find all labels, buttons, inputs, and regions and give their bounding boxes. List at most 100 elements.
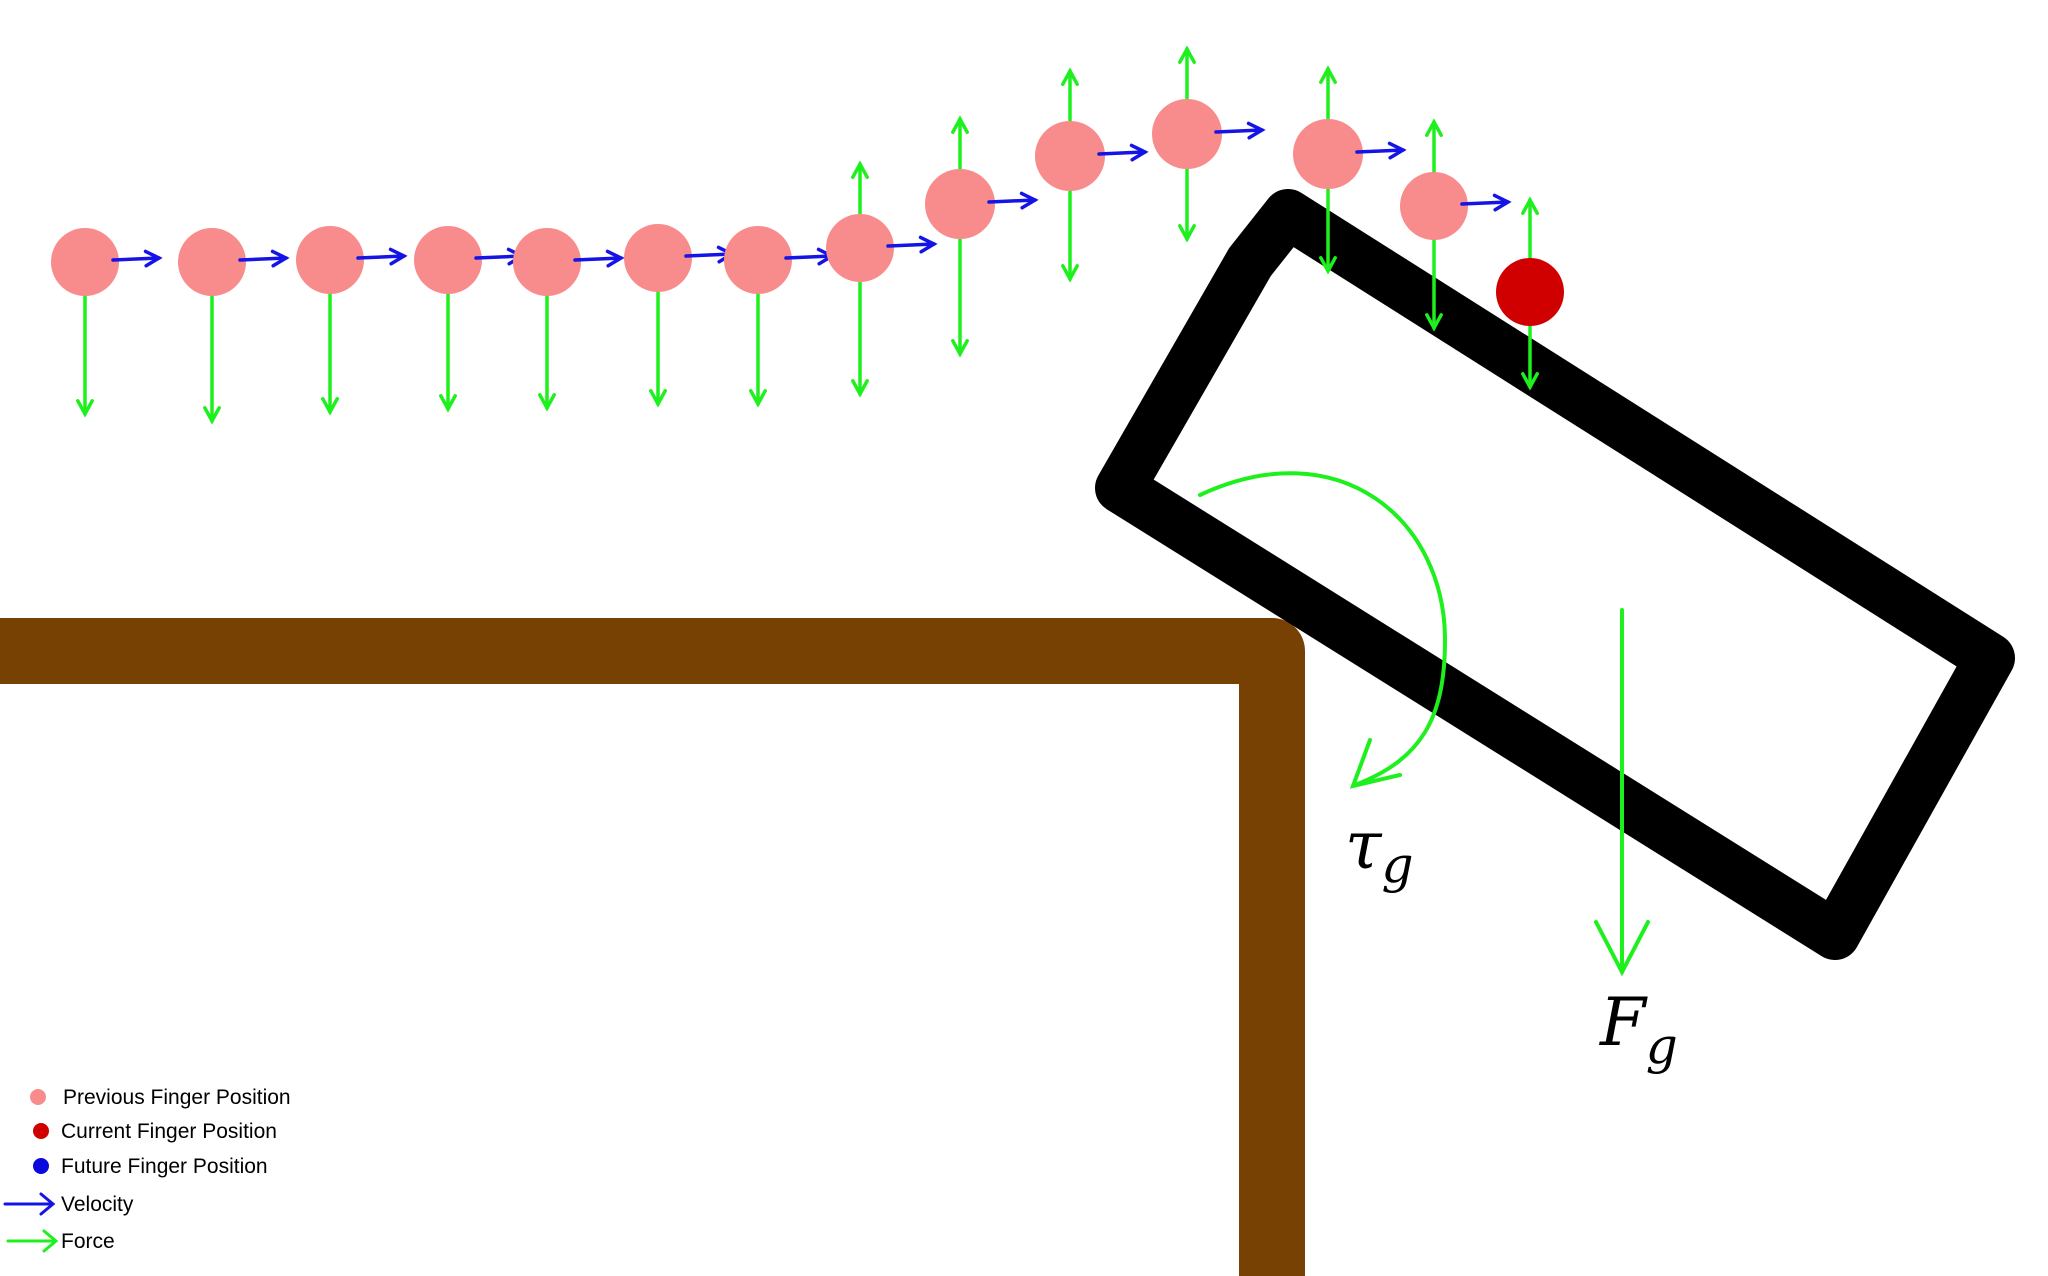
previous-finger-dot-3 — [414, 226, 482, 294]
current-force-down-arrow — [1521, 322, 1539, 391]
gravity-symbol: F — [1599, 984, 1648, 1061]
force-up-arrow-12 — [1425, 118, 1443, 178]
force-down-arrow-6-head — [749, 389, 767, 408]
velocity-arrow-4 — [573, 249, 625, 268]
velocity-arrow-12-shaft — [1460, 200, 1510, 206]
legend-current-dot — [33, 1123, 49, 1139]
current-force-down-arrow-head — [1521, 372, 1539, 391]
force-down-arrow-6 — [749, 290, 767, 408]
previous-finger-dot-0 — [51, 228, 119, 296]
velocity-arrow-11-head — [1387, 141, 1407, 160]
force-down-arrow-11 — [1319, 185, 1337, 275]
force-up-arrow-11 — [1319, 65, 1337, 125]
force-up-arrow-8 — [951, 115, 969, 175]
finger-trail — [51, 45, 1564, 425]
velocity-arrow-11-shaft — [1355, 148, 1405, 154]
previous-finger-dot-5 — [624, 224, 692, 292]
force-down-arrow-7 — [851, 278, 869, 398]
legend-force-arrow-icon — [6, 1229, 59, 1253]
torque-subscript: g — [1382, 836, 1414, 894]
velocity-arrow-6-shaft — [784, 254, 834, 260]
velocity-arrow-9 — [1097, 143, 1149, 162]
gravity-arrowhead — [1594, 920, 1650, 977]
table-top-and-leg — [0, 618, 1305, 1276]
previous-finger-dot-6 — [724, 226, 792, 294]
force-up-arrow-12-head — [1425, 118, 1443, 137]
legend-future-dot — [33, 1158, 49, 1174]
force-down-arrow-11-head — [1319, 256, 1337, 275]
velocity-arrow-0-head — [143, 249, 163, 268]
force-down-arrow-12 — [1425, 236, 1443, 332]
tilted-box — [1095, 189, 2015, 960]
force-up-arrow-7 — [851, 160, 869, 220]
force-down-arrow-7-head — [851, 379, 869, 398]
velocity-arrow-1-head — [270, 249, 290, 268]
current-force-up-arrow-head — [1521, 196, 1539, 215]
force-down-arrow-8 — [951, 235, 969, 358]
force-down-arrow-9 — [1061, 187, 1079, 283]
velocity-arrow-1-shaft — [238, 256, 288, 262]
velocity-arrow-4-shaft — [573, 256, 623, 262]
velocity-arrow-9-shaft — [1097, 150, 1147, 156]
velocity-arrow-8-head — [1019, 191, 1039, 210]
legend-current-label: Current Finger Position — [61, 1120, 277, 1143]
velocity-arrow-2 — [356, 247, 408, 266]
velocity-arrow-10-head — [1246, 121, 1266, 140]
legend-previous-label: Previous Finger Position — [63, 1086, 291, 1109]
force-down-arrow-5-head — [649, 389, 667, 408]
torque-label: τg — [1345, 807, 1414, 894]
velocity-arrow-2-shaft — [356, 254, 406, 260]
legend-force-label: Force — [61, 1230, 115, 1253]
gravity-subscript: g — [1646, 1017, 1678, 1075]
velocity-arrow-8 — [987, 191, 1039, 210]
torque-arrowhead — [1349, 738, 1402, 789]
velocity-arrow-8-shaft — [987, 198, 1037, 204]
velocity-arrow-7 — [886, 235, 938, 254]
force-up-arrow-10 — [1178, 45, 1196, 105]
force-up-arrow-8-head — [951, 115, 969, 134]
velocity-arrow-0 — [111, 249, 163, 268]
force-down-arrow-3 — [439, 290, 457, 413]
force-down-arrow-4-head — [538, 393, 556, 412]
velocity-arrow-12 — [1460, 193, 1512, 212]
velocity-arrow-2-head — [388, 247, 408, 266]
previous-finger-dot-1 — [178, 228, 246, 296]
torque-arc — [1198, 471, 1448, 787]
force-down-arrow-8-head — [951, 339, 969, 358]
force-down-arrow-2 — [321, 290, 339, 416]
velocity-arrow-5-shaft — [684, 252, 734, 258]
legend-future-label: Future Finger Position — [61, 1155, 268, 1178]
velocity-arrow-4-head — [605, 249, 625, 268]
force-up-arrow-9 — [1061, 67, 1079, 127]
gravity-label: Fg — [1599, 984, 1678, 1075]
force-down-arrow-1-head — [203, 406, 221, 425]
force-up-arrow-10-head — [1178, 45, 1196, 64]
force-down-arrow-4 — [538, 292, 556, 412]
velocity-arrow-10 — [1214, 121, 1266, 140]
previous-finger-dot-4 — [513, 228, 581, 296]
velocity-arrow-11 — [1355, 141, 1407, 160]
velocity-arrow-7-shaft — [886, 242, 936, 248]
legend: Previous Finger Position Current Finger … — [3, 1086, 291, 1253]
velocity-arrow-12-head — [1492, 193, 1512, 212]
torque-symbol: τ — [1345, 807, 1383, 884]
previous-finger-dot-8 — [925, 169, 995, 239]
force-down-arrow-9-head — [1061, 264, 1079, 283]
force-down-arrow-10-head — [1178, 224, 1196, 243]
velocity-arrow-0-shaft — [111, 256, 161, 262]
previous-finger-dot-10 — [1152, 99, 1222, 169]
current-force-up-arrow — [1521, 196, 1539, 262]
force-down-arrow-3-head — [439, 394, 457, 413]
force-down-arrow-0-head — [76, 399, 94, 418]
legend-previous-dot — [30, 1089, 46, 1105]
previous-finger-dot-11 — [1293, 119, 1363, 189]
current-finger-dot — [1496, 258, 1564, 326]
previous-finger-dot-2 — [296, 226, 364, 294]
legend-velocity-label: Velocity — [61, 1193, 134, 1216]
velocity-arrow-6 — [784, 247, 836, 266]
force-up-arrow-11-head — [1319, 65, 1337, 84]
torque-arrow — [1198, 471, 1448, 789]
force-down-arrow-5 — [649, 288, 667, 408]
force-down-arrow-12-head — [1425, 313, 1443, 332]
